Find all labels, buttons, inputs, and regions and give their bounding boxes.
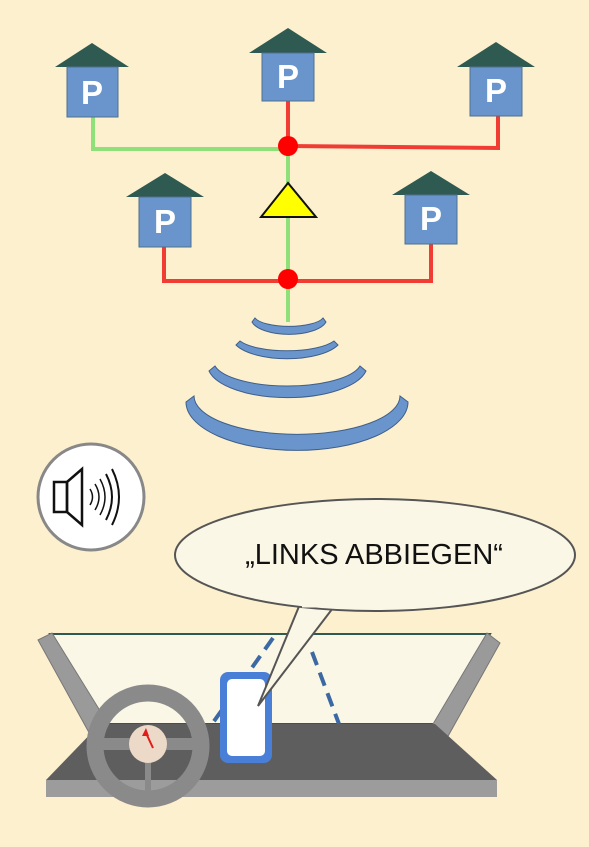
parking-house-mid-left: P [126,173,204,248]
direction-triangle [258,181,319,218]
parking-house-label: P [420,200,442,237]
signal-wave [235,340,339,360]
smartphone [220,672,272,763]
parking-house-body [261,52,315,102]
parking-house-body [138,196,192,248]
parking-house-roof [249,28,327,53]
parking-house-mid-right: P [392,171,470,245]
junction-dot [278,136,298,156]
junction-dot [278,269,298,289]
parking-house-top-left: P [55,43,129,118]
parking-house-label: P [277,58,299,95]
parking-house-roof [55,43,129,67]
speaker-icon [36,442,146,552]
parking-house-top-right: P [457,42,535,117]
signal-wave [185,395,409,451]
lower-routes [162,216,433,322]
route-line-free [91,112,288,151]
wireless-signal-icon [185,317,409,451]
steering-wheel [86,684,210,808]
parking-house-label: P [485,72,507,109]
parking-house-label: P [154,203,176,240]
parking-house-body [404,194,458,245]
speech-bubble-text: „LINKS ABBIEGEN“ [245,539,503,571]
parking-house-body [469,66,523,117]
parking-house-roof [457,42,535,67]
speech-bubble: „LINKS ABBIEGEN“ [174,498,576,707]
sight-line [310,651,341,725]
route-line-occupied [162,240,433,283]
parking-house-body [66,66,119,118]
signal-wave [251,317,327,335]
route-line-occupied [287,115,500,151]
parking-house-label: P [81,74,103,111]
parking-house-top-center: P [249,28,327,102]
parking-house-roof [126,173,204,197]
parking-house-roof [392,171,470,195]
signal-wave [208,365,367,399]
